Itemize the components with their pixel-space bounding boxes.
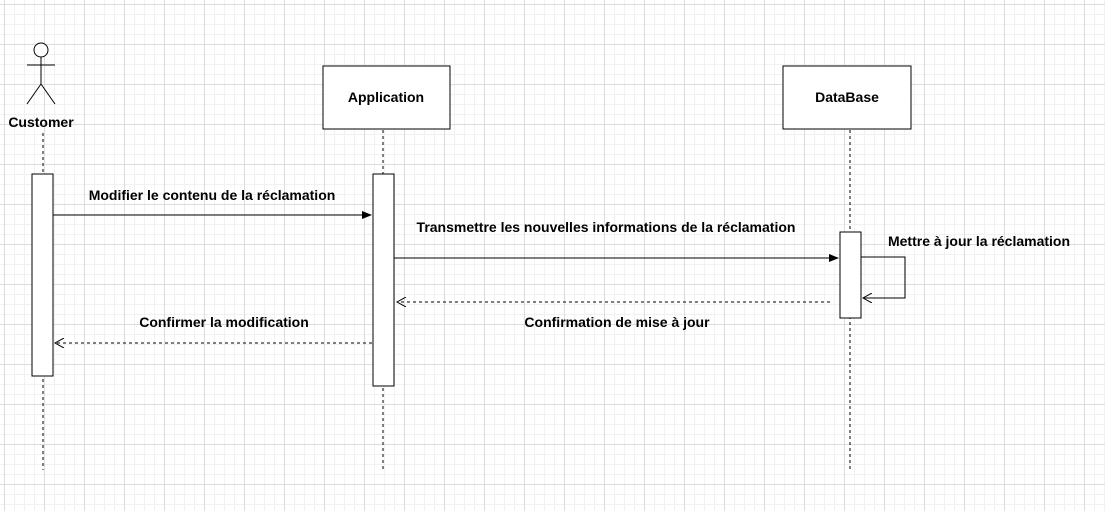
database-activation[interactable] — [839, 231, 862, 319]
message-label-confirmer-modification: Confirmer la modification — [139, 314, 309, 330]
customer-label: Customer — [8, 114, 74, 130]
application-label: Application — [348, 89, 424, 105]
message-label-modifier: Modifier le contenu de la réclamation — [89, 187, 336, 203]
application-activation[interactable] — [372, 173, 395, 387]
application-box — [322, 65, 451, 130]
self-call-arrow-mettre-a-jour[interactable] — [861, 256, 906, 298]
application-participant[interactable]: Application — [322, 65, 451, 130]
database-box — [782, 65, 912, 130]
message-label-confirmation-mise-a-jour: Confirmation de mise à jour — [524, 314, 710, 330]
customer-activation[interactable] — [31, 173, 54, 377]
message-label-mettre-a-jour: Mettre à jour la réclamation — [888, 233, 1070, 249]
customer-actor[interactable]: Customer — [8, 42, 74, 130]
database-participant[interactable]: DataBase — [782, 65, 912, 130]
actor-stick-figure-icon — [26, 42, 56, 105]
database-label: DataBase — [815, 89, 879, 105]
message-label-transmettre: Transmettre les nouvelles informations d… — [417, 219, 796, 235]
